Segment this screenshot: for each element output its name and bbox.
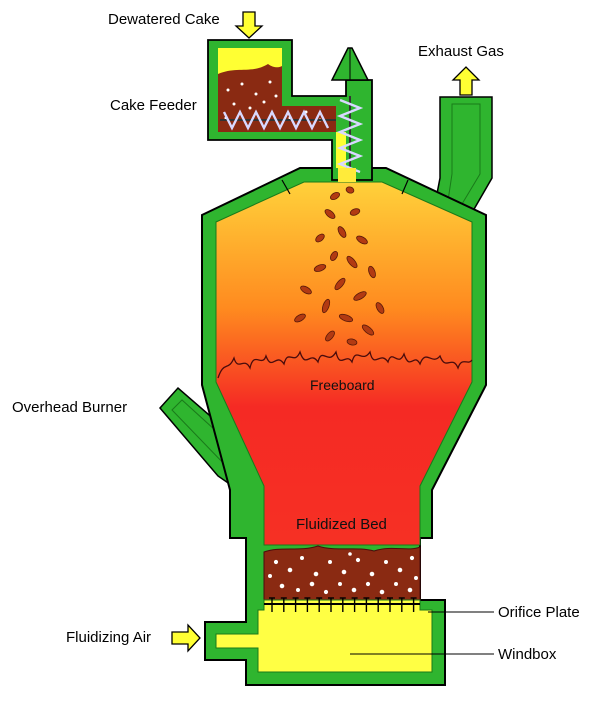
label-cake-feeder: Cake Feeder — [110, 97, 197, 114]
label-fluidized-bed: Fluidized Bed — [296, 516, 387, 533]
label-windbox: Windbox — [498, 646, 557, 663]
orifice-plate — [264, 597, 420, 612]
label-fluidizing-air: Fluidizing Air — [66, 629, 152, 646]
dome-fittings — [281, 179, 409, 195]
fluidizing-air-arrow — [171, 623, 201, 653]
fluidized-bed — [263, 545, 421, 601]
label-exhaust-gas: Exhaust Gas — [418, 43, 504, 60]
leader-lines — [350, 611, 494, 655]
dewatered-cake-arrow — [234, 11, 264, 39]
flame-line — [217, 350, 473, 379]
label-orifice-plate: Orifice Plate — [498, 604, 580, 621]
falling-cake-particles — [294, 186, 385, 346]
feed-chute — [338, 168, 356, 182]
cake-feeder — [207, 39, 373, 181]
label-dewatered-cake: Dewatered Cake — [108, 11, 220, 28]
label-overhead-burner: Overhead Burner — [12, 399, 128, 416]
exhaust-gas-arrow — [451, 66, 481, 96]
label-freeboard: Freeboard — [310, 377, 375, 393]
